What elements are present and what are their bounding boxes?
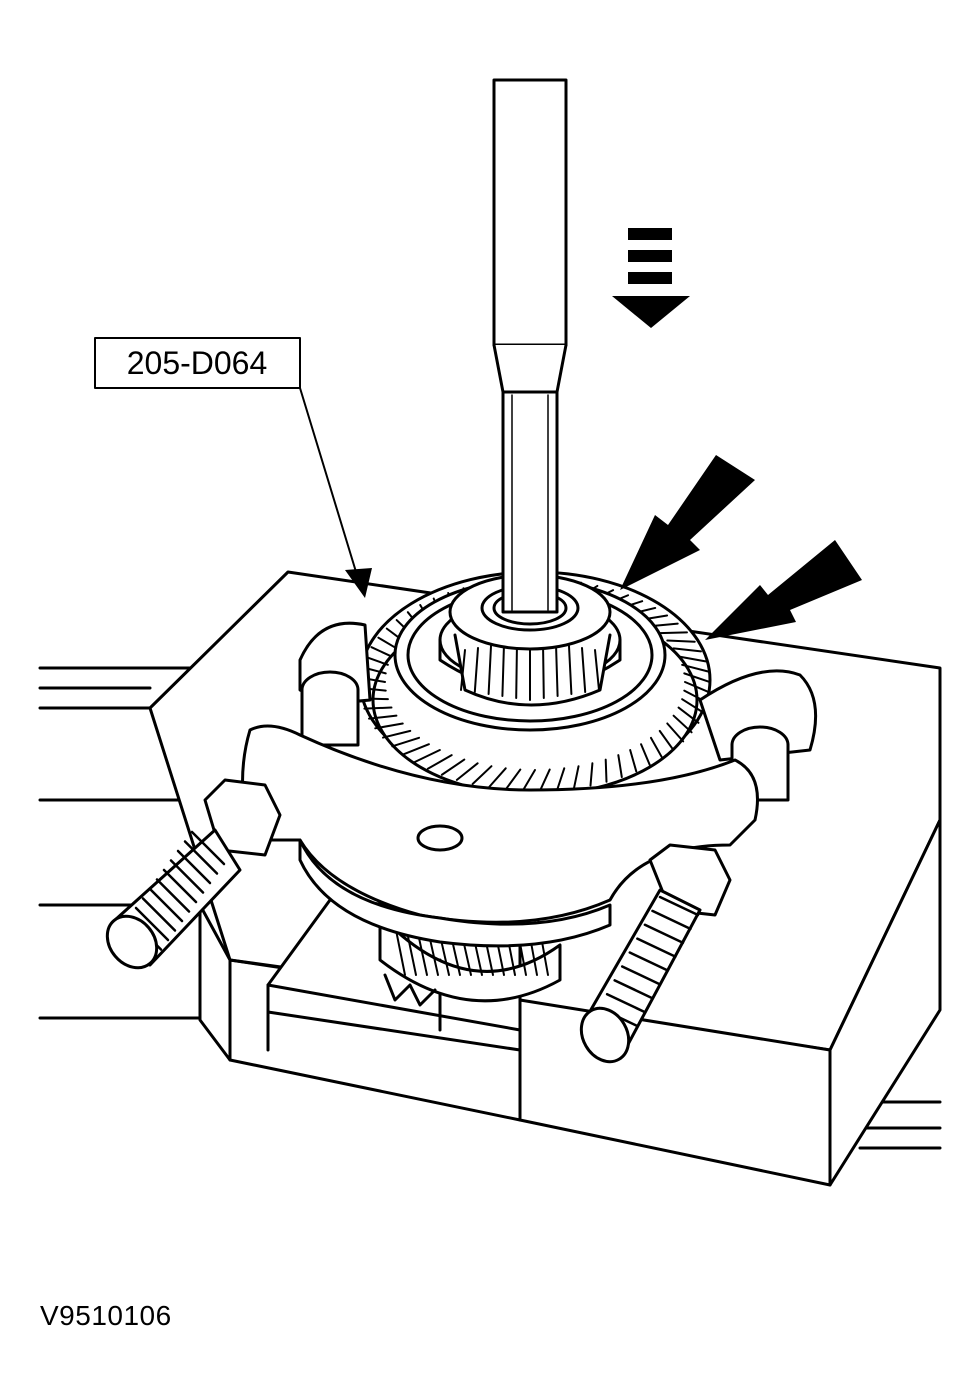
callout-box — [94, 337, 301, 389]
splitter-tool — [203, 621, 818, 948]
pointer-arrow-icon — [620, 455, 755, 590]
threaded-studs — [105, 828, 702, 1064]
down-arrow-icon — [612, 228, 690, 328]
tool-number-label: 205-D064 — [127, 345, 268, 381]
press-ram — [492, 78, 568, 614]
figure-id: V9510106 — [40, 1300, 172, 1331]
callout: 205-D064 — [94, 337, 372, 598]
leader-arrowhead — [345, 568, 372, 598]
leader-line — [299, 387, 361, 586]
pointer-arrow-icon — [705, 540, 862, 640]
